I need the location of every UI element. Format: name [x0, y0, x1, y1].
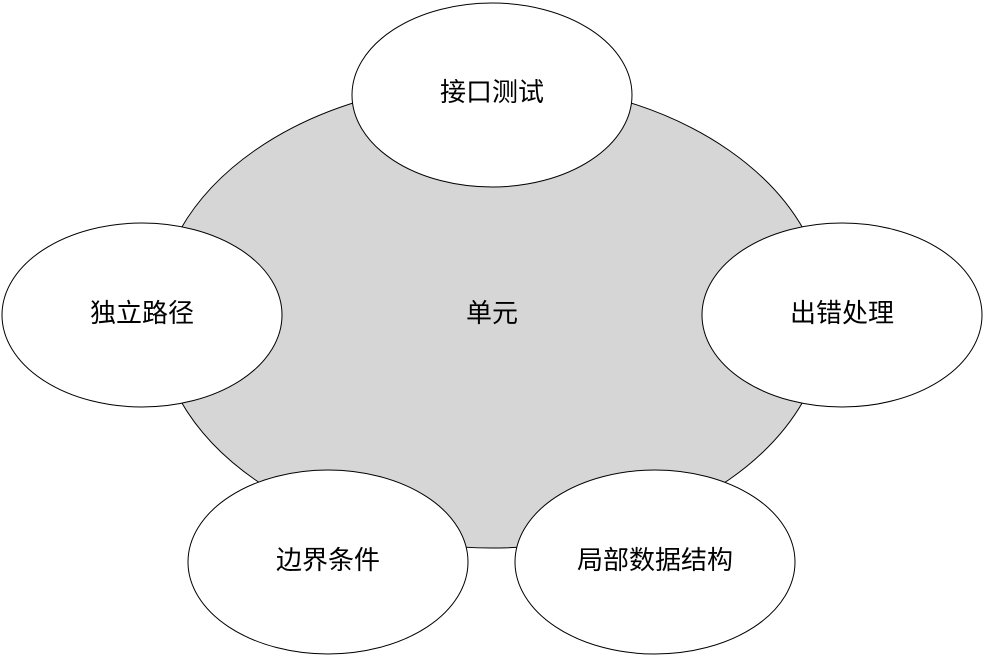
node-interface-test-shape: [351, 2, 633, 188]
node-independent-path: 独立路径: [1, 222, 283, 408]
node-interface-test: 接口测试: [351, 2, 633, 188]
node-local-data-structure-shape: [514, 469, 796, 655]
node-independent-path-shape: [1, 222, 283, 408]
node-boundary-condition-shape: [187, 469, 469, 655]
node-interface-test-label: 接口测试: [440, 78, 544, 108]
node-error-handling: 出错处理: [701, 222, 983, 408]
node-boundary-condition: 边界条件: [187, 469, 469, 655]
node-local-data-structure: 局部数据结构: [514, 469, 796, 655]
node-boundary-condition-label: 边界条件: [276, 546, 380, 576]
node-error-handling-shape: [701, 222, 983, 408]
node-independent-path-label: 独立路径: [90, 299, 194, 329]
node-error-handling-label: 出错处理: [790, 299, 894, 329]
center-node-label: 单元: [466, 299, 518, 329]
node-local-data-structure-label: 局部数据结构: [577, 546, 733, 576]
